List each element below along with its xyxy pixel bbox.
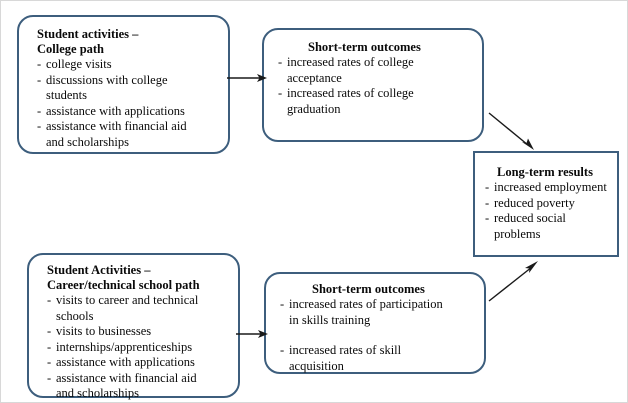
arrow-college-outcomes-to-long-term-results-icon <box>488 112 534 150</box>
list-item: assistance with applications <box>47 355 232 371</box>
arrow-career-activities-to-outcomes-icon <box>236 330 268 338</box>
list-item: visits to businesses <box>47 324 232 340</box>
node-college-activities[interactable]: Student activities – College path colleg… <box>17 15 230 154</box>
list-item: assistance with financial aid and schola… <box>37 119 222 150</box>
list-item: increased employment <box>485 180 613 196</box>
node-college-activities-content: Student activities – College path colleg… <box>37 27 222 150</box>
node-college-short-term-outcomes-content: Short-term outcomes increased rates of c… <box>278 40 476 117</box>
node-long-term-results-content: Long-term results increased employment r… <box>485 165 613 242</box>
node-college-short-term-outcomes-list: increased rates of college acceptance in… <box>278 55 476 117</box>
node-career-activities-content: Student Activities – Career/technical sc… <box>47 263 232 402</box>
list-item: discussions with college students <box>37 73 222 104</box>
list-item: reduced social problems <box>485 211 613 242</box>
node-career-short-term-outcomes-list: increased rates of participation in skil… <box>280 297 478 374</box>
list-item: reduced poverty <box>485 196 613 212</box>
list-item: assistance with financial aid and schola… <box>47 371 232 402</box>
list-item: assistance with applications <box>37 104 222 120</box>
node-career-short-term-outcomes[interactable]: Short-term outcomes increased rates of p… <box>264 272 486 374</box>
list-item: visits to career and technical schools <box>47 293 232 324</box>
node-career-activities[interactable]: Student Activities – Career/technical sc… <box>27 253 240 400</box>
node-career-short-term-outcomes-content: Short-term outcomes increased rates of p… <box>280 282 478 374</box>
node-college-short-term-outcomes-title: Short-term outcomes <box>308 40 421 54</box>
arrow-college-activities-to-outcomes-icon <box>227 74 267 82</box>
node-long-term-results[interactable]: Long-term results increased employment r… <box>473 151 619 257</box>
node-long-term-results-list: increased employment reduced poverty red… <box>485 180 613 242</box>
list-item: college visits <box>37 57 222 73</box>
node-career-activities-title: Student Activities – Career/technical sc… <box>47 263 200 292</box>
node-career-short-term-outcomes-title: Short-term outcomes <box>312 282 425 296</box>
list-item: internships/apprenticeships <box>47 340 232 356</box>
node-long-term-results-title: Long-term results <box>497 165 593 179</box>
list-item: increased rates of college acceptance <box>278 55 476 86</box>
list-item: increased rates of skill acquisition <box>280 343 478 374</box>
node-career-activities-list: visits to career and technical schools v… <box>47 293 232 402</box>
node-college-short-term-outcomes[interactable]: Short-term outcomes increased rates of c… <box>262 28 484 142</box>
list-item: increased rates of college graduation <box>278 86 476 117</box>
node-college-activities-title: Student activities – College path <box>37 27 139 56</box>
node-college-activities-list: college visits discussions with college … <box>37 57 222 150</box>
list-item: increased rates of participation in skil… <box>280 297 478 328</box>
arrow-career-outcomes-to-long-term-results-icon <box>488 261 538 302</box>
